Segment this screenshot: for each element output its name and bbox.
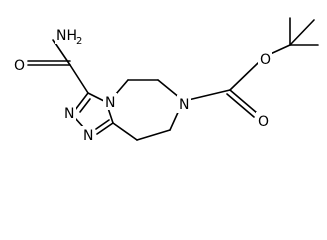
structural-formula: NH 2 O N N N N O O: [12, 17, 319, 144]
atom-labels: NH 2 O N N N N O O: [12, 26, 272, 144]
bond-tbu-me3: [289, 19, 315, 46]
bond-n7-carbonyl: [187, 89, 231, 101]
atom-label-amide-n: NH: [56, 28, 77, 44]
bond-c-triazole: [69, 64, 89, 94]
bond-n4-c5: [115, 79, 129, 95]
bond-c9-c9a: [112, 122, 138, 141]
bond-n2-c3: [74, 92, 89, 111]
bond-c8-c9: [136, 129, 171, 141]
molecule-drawing: NH 2 O N N N N O O: [12, 17, 319, 144]
atom-label-ester-o: O: [260, 52, 271, 68]
atom-label-triazole-n1: N: [83, 128, 93, 144]
bond-carbonyl-o-b: [226, 93, 255, 118]
bond-carbonyl-ester-o: [229, 62, 259, 91]
atom-label-triazole-n2: N: [64, 106, 74, 122]
atom-label-triazole-n4: N: [105, 95, 115, 111]
atom-label-diazepine-n7: N: [179, 97, 189, 113]
bond-c6-n7: [157, 79, 181, 99]
bond-c9a-n1-double: [95, 119, 110, 130]
bond-c9a-n1: [96, 122, 114, 135]
atom-label-amide-o: O: [14, 58, 25, 74]
atom-label-amide-n-subscript: 2: [76, 36, 82, 47]
atom-label-carbonyl-o: O: [258, 114, 269, 130]
bond-n2-c3-double: [79, 98, 91, 113]
bond-carbonyl-o-a: [229, 89, 258, 114]
